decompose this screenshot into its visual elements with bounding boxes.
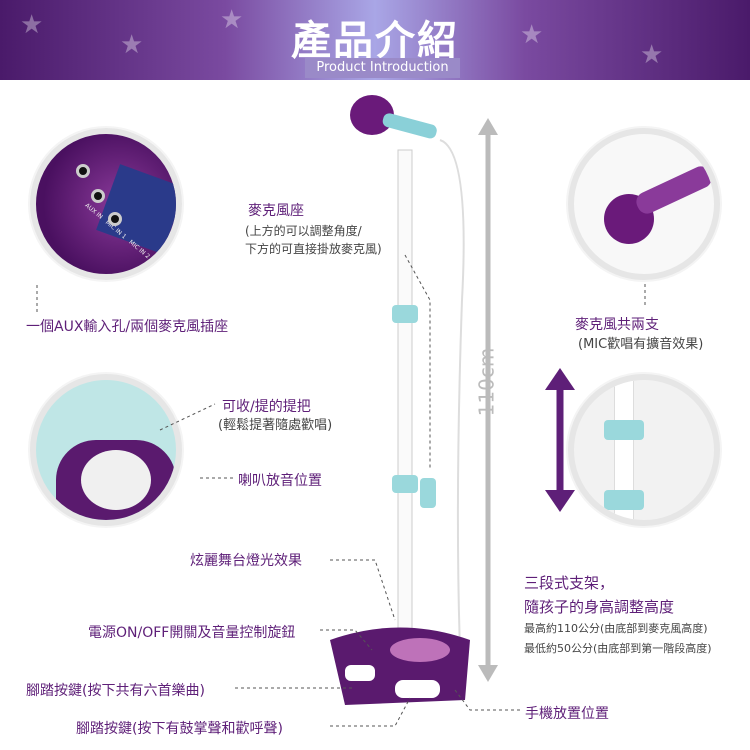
handle-closeup-image [30, 374, 182, 526]
mic-holder-lower [420, 478, 436, 508]
arrow-down-icon [478, 665, 498, 682]
stage-light [390, 638, 450, 662]
stand-title1: 三段式支架， [524, 574, 615, 592]
microphone-handle [382, 113, 437, 139]
lights-label: 炫麗舞台燈光效果 [190, 553, 302, 569]
star-icon: ★ [120, 30, 144, 60]
aux-closeup-image: AUX IN MIC IN 1 MIC IN 2 [30, 128, 182, 280]
phone-label: 手機放置位置 [525, 706, 609, 722]
star-icon: ★ [20, 10, 44, 40]
microphone-closeup-image [568, 128, 720, 280]
foot-pedal [345, 665, 375, 681]
stand-pole [397, 149, 413, 651]
page-title: 產品介紹 [291, 18, 459, 64]
mic-cable [439, 139, 465, 651]
aux-label: 一個AUX輸入孔/兩個麥克風插座 [26, 319, 229, 335]
mic-holder-line1: (上方的可以調整角度/ [245, 224, 362, 238]
star-icon: ★ [220, 5, 244, 35]
aux-port [76, 164, 90, 178]
mic-holder-title: 麥克風座 [248, 203, 304, 219]
header-banner: ★ ★ ★ ★ ★ 產品介紹 Product Introduction [0, 0, 750, 80]
mic-port [108, 212, 122, 226]
mic-holder-line2: 下方的可直接掛放麥克風) [245, 242, 382, 256]
mics-sub: (MIC歡唱有擴音效果) [578, 337, 704, 352]
stand-clamp [392, 305, 418, 323]
pedal1-label: 腳踏按鍵(按下共有六首樂曲) [26, 683, 205, 699]
microphone-head [350, 95, 394, 135]
leader-lines [36, 254, 646, 727]
height-label: 110cm [474, 347, 499, 417]
handle-title: 可收/提的提把 [222, 399, 311, 415]
page-subtitle: Product Introduction [305, 58, 460, 78]
arrow-up-icon [545, 368, 575, 390]
stand-title2: 隨孩子的身高調整高度 [524, 598, 675, 616]
arrow-up-icon [478, 118, 498, 135]
foot-pedal [395, 680, 440, 698]
power-label: 電源ON/OFF開關及音量控制旋鈕 [88, 625, 296, 641]
star-icon: ★ [520, 20, 544, 50]
speaker-label: 喇叭放音位置 [238, 473, 322, 489]
arrow-down-icon [545, 490, 575, 512]
stand-closeup-image [568, 374, 720, 526]
stand-max: 最高約110公分(由底部到麥克風高度) [524, 622, 708, 635]
mics-title: 麥克風共兩支 [575, 317, 659, 333]
stand-min: 最低約50公分(由底部到第一階段高度) [524, 642, 712, 655]
mic-port [91, 189, 105, 203]
pedal2-label: 腳踏按鍵(按下有鼓掌聲和歡呼聲) [76, 721, 283, 737]
handle-sub: (輕鬆提著隨處歡唱) [218, 418, 333, 433]
star-icon: ★ [640, 40, 664, 70]
stand-clamp [392, 475, 418, 493]
